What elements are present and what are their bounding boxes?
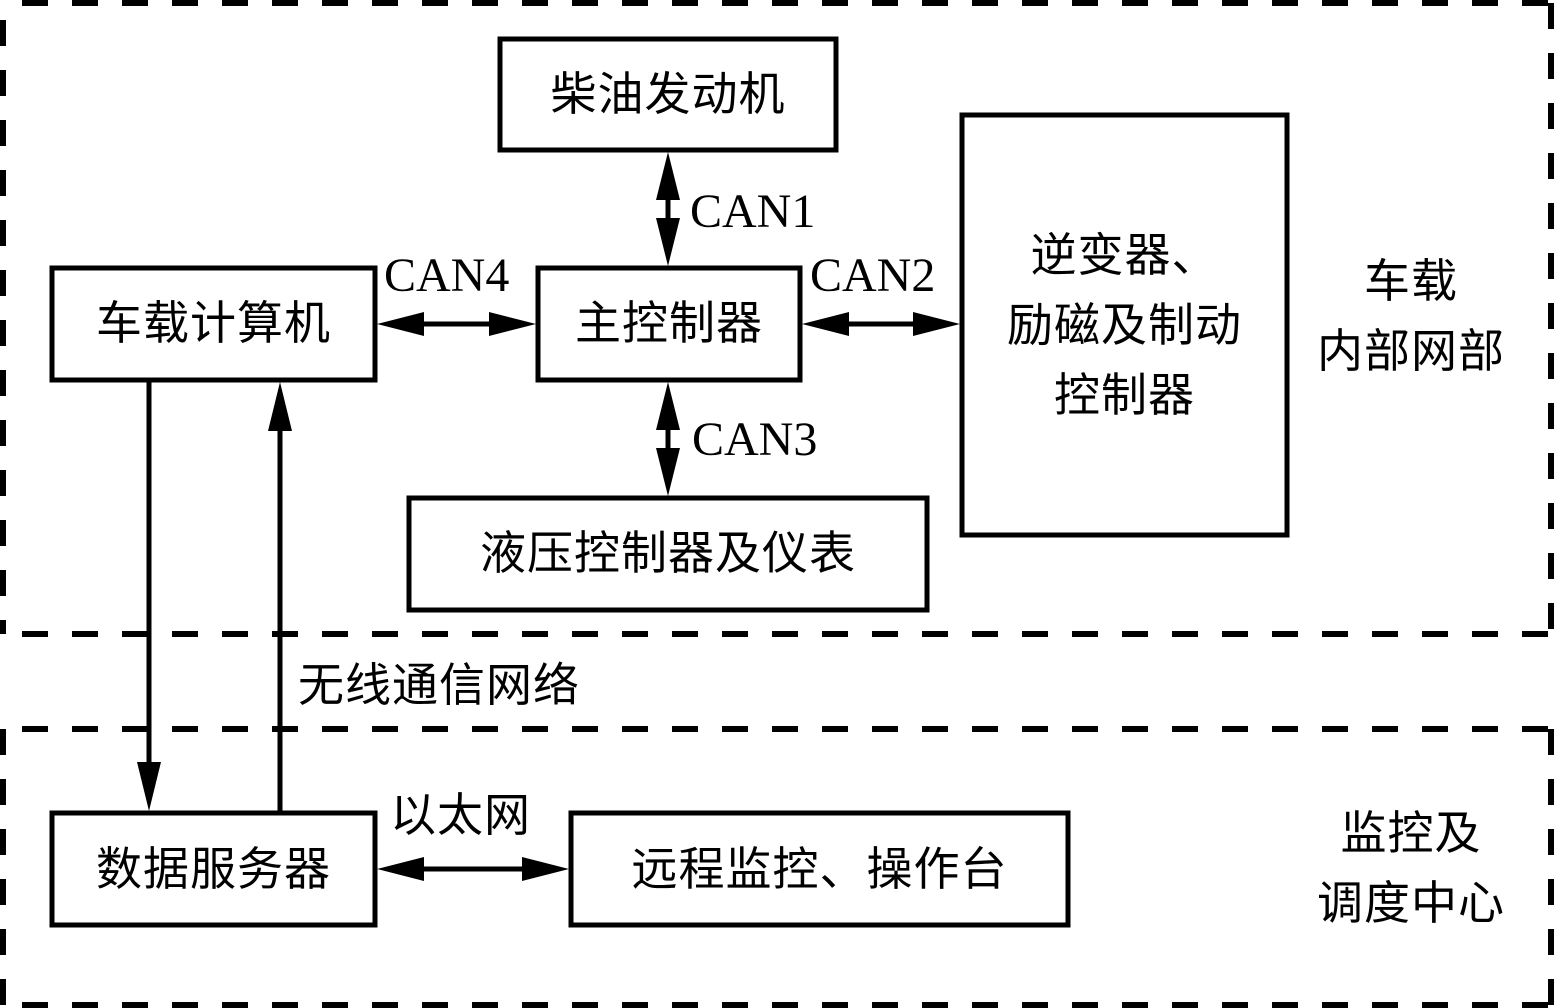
can1-label: CAN1 [690,185,816,238]
can4-label: CAN4 [384,249,510,302]
inverter-label-line3: 控制器 [1054,368,1195,422]
ethernet-arrow [377,857,569,881]
vehicle-region-label-line1: 车载 [1364,254,1458,308]
inverter-label-line2: 励磁及制动 [1007,298,1242,352]
data-server-box [49,810,378,928]
can4-arrow [377,312,536,336]
vehicle-region-border [0,0,1554,637]
can2-arrow [802,312,960,336]
inverter-controller-box [959,112,1290,538]
diesel-engine-box [497,36,839,153]
ethernet-label: 以太网 [390,788,531,842]
inverter-label-line1: 逆变器、 [1030,228,1219,282]
hydraulic-controller-label: 液压控制器及仪表 [480,526,856,580]
can1-arrow [656,152,680,266]
data-server-label: 数据服务器 [96,842,331,896]
can3-label: CAN3 [692,413,818,466]
wireless-network-label: 无线通信网络 [298,658,580,712]
remote-console-label: 远程监控、操作台 [631,842,1008,896]
can2-label: CAN2 [810,249,936,302]
main-controller-label: 主控制器 [575,296,763,350]
hydraulic-controller-box [406,495,930,613]
main-controller-box [535,265,803,383]
center-region-label-line1: 监控及 [1340,806,1482,860]
remote-console-box [568,810,1071,928]
center-region-border [0,726,1554,1008]
onboard-computer-label: 车载计算机 [96,296,331,350]
uplink-arrow [268,382,292,811]
downlink-arrow [137,382,161,811]
can3-arrow [656,382,680,496]
vehicle-region-label-line2: 内部网部 [1317,324,1505,378]
onboard-computer-box [49,265,378,383]
center-region-label-line2: 调度中心 [1317,876,1505,930]
diesel-engine-label: 柴油发动机 [550,67,786,121]
